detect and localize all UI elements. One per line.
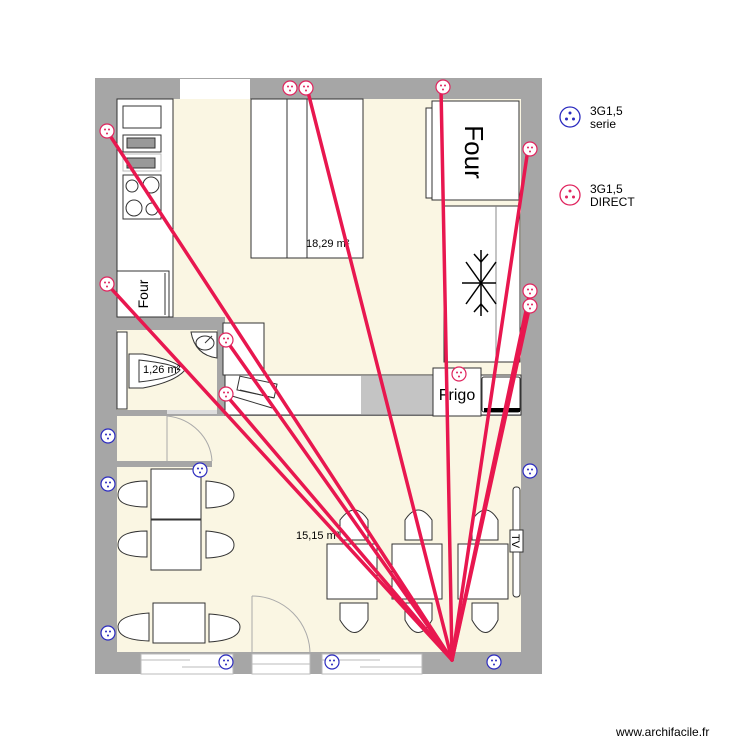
oven-top-right: Four xyxy=(425,100,520,201)
oven-top-label: Four xyxy=(459,125,489,179)
wall-kitchen-wc xyxy=(117,317,222,330)
fridge-label: Frigo xyxy=(439,387,476,404)
legend-direct: 3G1,5 DIRECT xyxy=(558,183,635,209)
dining-table-left xyxy=(117,468,235,571)
legend-serie-label: 3G1,5 serie xyxy=(590,105,623,131)
tv-label: TV xyxy=(509,534,521,549)
outlet-direct-icon xyxy=(298,80,314,96)
snowflake-icon xyxy=(462,250,497,316)
outlet-direct-icon xyxy=(522,141,538,157)
hall-door xyxy=(166,410,217,462)
legend-direct-type: DIRECT xyxy=(590,195,635,209)
wall-hall xyxy=(117,461,212,467)
window-top xyxy=(180,79,250,99)
serie-outlets xyxy=(100,428,538,670)
outlet-serie-icon xyxy=(324,654,340,670)
outlet-direct-icon xyxy=(522,298,538,314)
outlet-direct-icon xyxy=(559,184,581,206)
oven-left-label: Four xyxy=(135,279,151,308)
outlet-direct-icon xyxy=(99,123,115,139)
outlet-serie-icon xyxy=(218,654,234,670)
legend-direct-cable: 3G1,5 xyxy=(590,182,623,196)
sink-box xyxy=(122,105,162,129)
outlet-serie-icon xyxy=(522,463,538,479)
legend-direct-label: 3G1,5 DIRECT xyxy=(590,183,635,209)
outlet-serie-icon xyxy=(559,106,581,128)
wc-wall-panel xyxy=(116,331,128,410)
wall-wc-right xyxy=(217,317,225,415)
direct-wires xyxy=(105,86,532,662)
outlet-serie-icon xyxy=(100,476,116,492)
outlet-direct-icon xyxy=(435,79,451,95)
outlet-direct-icon xyxy=(451,366,467,382)
outlet-serie-icon xyxy=(100,625,116,641)
washbasin xyxy=(190,331,218,359)
outlet-direct-icon xyxy=(218,332,234,348)
door-bottom xyxy=(251,653,311,675)
entrance-door xyxy=(251,595,311,655)
outlet-serie-icon xyxy=(100,428,116,444)
outlet-direct-icon xyxy=(282,80,298,96)
outlet-direct-icon xyxy=(522,283,538,299)
dining-table-bottom-left xyxy=(117,602,241,644)
counter-gray xyxy=(361,376,433,414)
legend-serie-cable: 3G1,5 xyxy=(590,104,623,118)
outlet-direct-icon xyxy=(218,386,234,402)
outlet-serie-icon xyxy=(192,462,208,478)
kitchen-area-label: 18,29 m² xyxy=(306,238,350,250)
outlet-direct-icon xyxy=(99,276,115,292)
direct-outlets xyxy=(99,79,538,402)
keyboard-icon xyxy=(231,375,278,409)
outlet-serie-icon xyxy=(486,654,502,670)
legend-serie: 3G1,5 serie xyxy=(558,105,623,131)
dining-area-label: 15,15 m² xyxy=(296,530,340,542)
window-bottom-right xyxy=(321,653,423,675)
tall-cabinets xyxy=(250,98,364,259)
wc-area-label: 1,26 m² xyxy=(143,364,181,376)
oven-left: Four xyxy=(116,270,170,318)
watermark: www.archifacile.fr xyxy=(616,725,710,739)
legend-serie-type: serie xyxy=(590,117,617,131)
tv: TV xyxy=(509,486,524,598)
